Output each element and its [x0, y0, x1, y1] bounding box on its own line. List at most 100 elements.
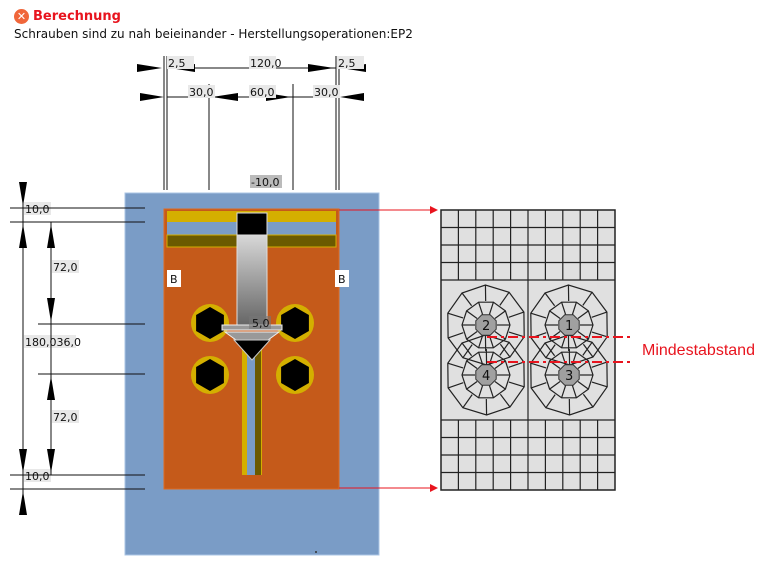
dimension-label-bg: [250, 175, 282, 188]
dimension-label: 72,0: [53, 411, 78, 424]
mesh-bolt[interactable]: [475, 314, 497, 336]
error-message: Schrauben sind zu nah beieinander - Hers…: [14, 27, 413, 41]
dimension-label: 2,5: [168, 57, 186, 70]
dimension-label: 30,0: [314, 86, 339, 99]
hex-bolt-icon: [196, 307, 224, 339]
section-label-b-right[interactable]: B: [338, 273, 346, 286]
dimension-label-bg: [52, 410, 79, 423]
mesh-line: [561, 301, 567, 315]
bolt-number: 1: [565, 319, 573, 334]
dimension-label-bg: [313, 85, 340, 98]
bolt-number: 3: [565, 369, 573, 384]
dimension-label: 10,0: [25, 470, 50, 483]
dimension-label: 30,0: [189, 86, 214, 99]
weld-cone: [232, 339, 272, 361]
mesh-line: [447, 312, 464, 319]
mesh-line: [591, 381, 608, 388]
bolt-number: 4: [482, 369, 490, 384]
mesh-line: [478, 351, 484, 365]
mesh-line: [494, 310, 506, 320]
mesh-line: [530, 362, 547, 369]
mesh-line: [447, 332, 464, 339]
mesh-line: [508, 381, 525, 388]
column-shaft: [236, 234, 268, 326]
mesh-line: [499, 343, 511, 358]
mesh-line: [549, 310, 561, 320]
mesh-line: [544, 292, 556, 307]
mesh-line: [488, 385, 494, 399]
error-header: ✕ Berechnung: [14, 9, 121, 24]
dimension-label: -10,0: [251, 176, 279, 189]
mesh-line: [582, 341, 593, 356]
error-title: Berechnung: [33, 9, 121, 24]
hex-bolt-icon: [281, 307, 309, 339]
mesh-line: [499, 341, 510, 356]
mesh-line: [571, 301, 577, 315]
mesh-line: [478, 335, 484, 349]
mesh-line: [461, 342, 473, 357]
mesh-line: [462, 394, 473, 409]
hex-bolt-icon: [281, 359, 309, 391]
weld-label-bg: [249, 316, 271, 329]
left-dimension-arrows: [19, 182, 55, 515]
mesh-line: [499, 393, 511, 408]
mesh-line: [530, 382, 547, 389]
mesh-bolt[interactable]: [558, 314, 580, 336]
hex-bolt-icon: [196, 359, 224, 391]
mesh-line: [478, 385, 484, 399]
mesh-line: [530, 312, 547, 319]
section-label-b-left[interactable]: B: [170, 273, 178, 286]
mesh-line: [466, 310, 478, 320]
web-strip-dark: [255, 340, 261, 475]
column-cap: [236, 212, 268, 236]
dimension-label-bg: [24, 335, 76, 348]
min-distance-lines: [487, 336, 632, 363]
dimension-label-bg: [337, 56, 364, 69]
mesh-line: [488, 301, 494, 315]
mesh-line: [591, 311, 608, 318]
dimension-label-bg: [52, 260, 79, 273]
b-label-left-bg: [167, 270, 181, 287]
mesh-line: [591, 361, 608, 368]
mesh-line: [494, 380, 506, 390]
mesh-line: [466, 380, 478, 390]
dimension-label: 2,5: [338, 57, 356, 70]
mesh-line: [561, 385, 567, 399]
origin-dot: [315, 551, 317, 553]
top-dimension-lines: [163, 56, 340, 190]
min-distance-label: Mindestabstand: [642, 342, 755, 359]
dimension-label: 180,036,0: [25, 336, 81, 349]
bolt-number: 2: [482, 319, 490, 334]
mesh-line: [478, 301, 484, 315]
error-circle-icon: ✕: [14, 9, 29, 24]
dimension-label: 60,0: [250, 86, 275, 99]
mesh-line: [577, 380, 589, 390]
mesh-line: [582, 343, 594, 358]
mesh-line: [466, 330, 478, 340]
dimension-label: 120,0: [250, 57, 282, 70]
mesh-line: [582, 393, 594, 408]
mesh-line: [544, 342, 556, 357]
dimension-label-bg: [167, 56, 194, 69]
mesh-line: [499, 291, 510, 306]
mesh-bolt[interactable]: [558, 364, 580, 386]
b-label-right-bg: [335, 270, 349, 287]
mesh-bolt[interactable]: [475, 364, 497, 386]
mesh-line: [447, 382, 464, 389]
dimension-label: 72,0: [53, 261, 78, 274]
dimension-label-bg: [188, 85, 215, 98]
mesh-line: [447, 362, 464, 369]
dimension-label-bg: [249, 56, 276, 69]
mesh-line: [508, 311, 525, 318]
mesh-line: [508, 331, 525, 338]
weld-label: 5,0: [252, 317, 270, 330]
dimension-label: 10,0: [25, 203, 50, 216]
mesh-line: [466, 360, 478, 370]
mesh-line: [571, 385, 577, 399]
mesh-line: [577, 310, 589, 320]
mesh-line: [545, 394, 556, 409]
mesh-line: [508, 361, 525, 368]
dimension-label-bg: [249, 85, 276, 98]
mesh-line: [591, 331, 608, 338]
